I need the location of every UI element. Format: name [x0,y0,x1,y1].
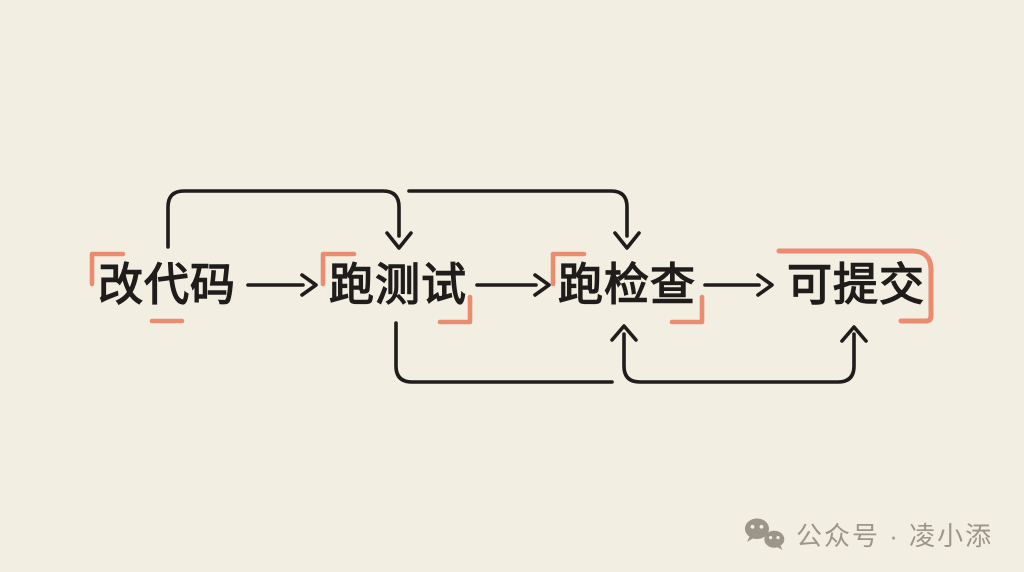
node-run-checks: 跑检查 [557,259,696,310]
curve-bottom-tests-to-checks [394,321,614,384]
arrowhead-right-icon [300,273,318,297]
bracket-bottomright-run-tests [437,294,473,325]
arrowhead-up-icon [840,325,868,343]
arrow-edit-to-tests [246,273,318,297]
curve-top-tests-to-checks [407,189,641,250]
watermark-text: 公众号 · 凌小添 [796,520,994,551]
node-ready-to-commit: 可提交 [786,259,925,310]
bracket-topleft-run-tests [320,251,357,287]
bracket-topleft-edit-code [89,251,126,287]
bracket-ready-to-commit [776,248,934,324]
arrow-checks-to-commit [703,273,774,297]
bracket-bottomright-run-checks [669,294,705,325]
node-edit-code: 改代码 [97,259,236,310]
node-run-tests: 跑测试 [328,259,467,310]
curve-bottom-checks-to-commit [610,324,868,384]
arrowhead-down-icon [613,231,641,250]
arrowhead-down-icon [385,231,413,250]
arrowhead-right-icon [533,273,551,297]
arrowhead-up-icon [610,324,638,342]
wechat-icon [745,518,785,550]
arrow-tests-to-checks [475,273,551,297]
curve-top-edit-to-tests [166,189,413,250]
bracket-topleft-run-checks [550,251,587,287]
arrowhead-right-icon [756,273,774,297]
watermark: 公众号 · 凌小添 [742,514,993,554]
